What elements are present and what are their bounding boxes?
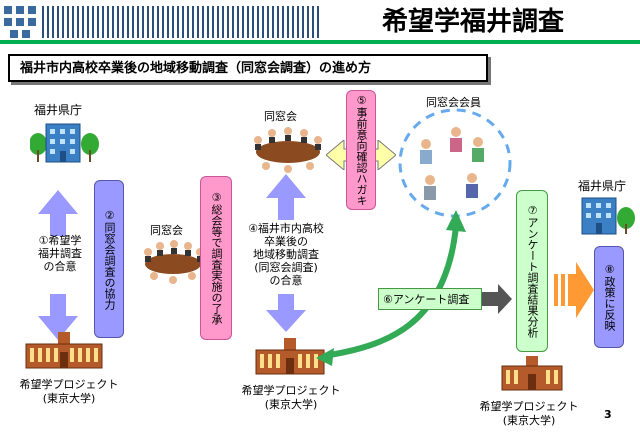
step7-box: ⑦アンケート調査結果分析 [516,190,548,352]
step6-text: ⑥アンケート調査 [383,293,470,306]
step8-box: ⑧政策に反映 [594,246,624,348]
meeting-table-icon-mid [144,240,204,284]
page-number: 3 [604,408,612,421]
step4-line5: の合意 [269,274,303,287]
meeting-table-icon-top [254,127,322,173]
step5-box: ⑤事前意向確認ハガキ [346,90,376,210]
office-building-icon [30,123,99,163]
doso-mid-label: 同窓会 [150,224,183,237]
project-label-right: 希望学プロジェクト (東京大学) [474,400,584,428]
green-curved-arrow [316,210,466,366]
project-mid-line2: (東京大学) [264,398,318,411]
university-building-icon-right [501,356,563,391]
step4-arrow-up [266,174,306,220]
step8-text: ⑧政策に反映 [603,263,616,331]
header-decoration [2,2,332,42]
step4-line4: (同窓会調査) [254,261,318,274]
doso-top-label: 同窓会 [264,110,297,123]
office-building-icon-right [581,197,635,235]
project-left-line2: (東京大学) [42,392,96,405]
step1-line2: 福井調査 [38,247,82,260]
project-mid-line1: 希望学プロジェクト [241,384,341,397]
members-label: 同窓会会員 [426,96,481,109]
step5-text: ⑤事前意向確認ハガキ [355,94,368,206]
title-underline [0,40,640,44]
project-label-left: 希望学プロジェクト (東京大学) [14,378,124,406]
orange-arrow [554,262,594,318]
subtitle-text: 福井市内高校卒業後の地域移動調査（同窓会調査）の進め方 [20,61,372,76]
project-right-line2: (東京大学) [502,414,556,427]
step6-box: ⑥アンケート調査 [378,288,482,310]
page-title: 希望学福井調査 [382,7,565,37]
step1-line3: の合意 [43,260,77,273]
step2-text: ②同窓会調査の協力 [103,208,116,310]
project-left-line1: 希望学プロジェクト [19,378,119,391]
fukui-pref-label-right: 福井県庁 [578,179,627,193]
subtitle-box: 福井市内高校卒業後の地域移動調査（同窓会調査）の進め方 [8,54,488,82]
university-building-icon-left [25,332,103,369]
step4-arrow-down [266,294,306,332]
agreement-arrow-up-down-left [38,190,78,340]
project-label-mid: 希望学プロジェクト (東京大学) [236,384,346,412]
step4-line2: 卒業後の [264,235,308,248]
step3-text: ③総会等で調査実施の了承 [210,191,223,325]
step4-line1: ④福井市内高校 [248,222,324,235]
project-right-line1: 希望学プロジェクト [479,400,579,413]
university-building-icon-mid [255,338,325,375]
step7-text: ⑦アンケート調査結果分析 [526,204,539,338]
step4-line3: 地域移動調査 [253,248,319,261]
fukui-pref-label-left: 福井県庁 [34,103,83,117]
step4-text: ④福井市内高校 卒業後の 地域移動調査 (同窓会調査) の合意 [236,222,336,287]
step1-line1: ①希望学 [38,234,82,247]
members-circle [398,108,512,218]
step3-box: ③総会等で調査実施の了承 [200,176,232,340]
step2-box: ②同窓会調査の協力 [94,180,124,338]
step1-text: ①希望学 福井調査 の合意 [30,234,90,273]
arrow-to-analysis [482,284,512,314]
